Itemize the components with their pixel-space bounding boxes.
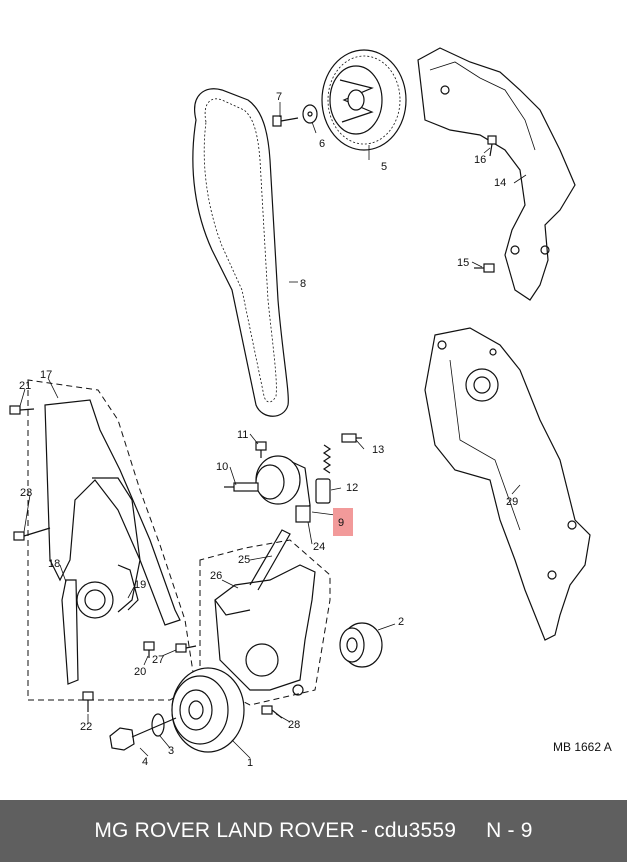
callout-23: 23 <box>20 487 32 499</box>
tensioner-spring <box>315 444 332 504</box>
callout-18: 18 <box>48 558 60 570</box>
bolt-15 <box>474 263 495 273</box>
callout-2: 2 <box>398 616 404 628</box>
highlight-box <box>333 508 353 536</box>
front-cover-dashed-outline <box>27 379 196 701</box>
crankshaft-bolt <box>109 717 177 751</box>
timing-belt <box>192 88 289 417</box>
footer-brand-text: MG ROVER LAND ROVER - cdu3559 <box>94 819 457 842</box>
pulley-washer <box>302 104 318 124</box>
callout-8: 8 <box>300 278 306 290</box>
callout-22: 22 <box>80 721 92 733</box>
lower-front-cover <box>44 399 181 685</box>
pulley-bolt <box>272 115 299 127</box>
diagram-reference: MB 1662 A <box>553 740 612 754</box>
footer-page-ref: N - 9 <box>486 819 533 842</box>
bolt-11 <box>255 441 267 458</box>
crankshaft-washer <box>151 713 165 737</box>
callout-4: 4 <box>142 756 148 768</box>
timing-belt-exploded-diagram: 1 2 3 4 5 6 7 8 9 10 11 12 13 14 15 16 1… <box>9 47 612 769</box>
bolt-21 <box>9 405 35 415</box>
leader-lines <box>19 102 527 759</box>
callout-3: 3 <box>168 745 174 757</box>
bolt-20 <box>143 641 155 658</box>
callout-17: 17 <box>40 369 52 381</box>
backplate-dashed-outline <box>199 539 331 706</box>
backplate <box>214 529 316 696</box>
crankshaft-pulley <box>171 667 245 753</box>
callout-24: 24 <box>313 541 325 553</box>
bolt-16 <box>487 135 497 157</box>
stud-13 <box>341 433 362 443</box>
callout-14: 14 <box>494 177 506 189</box>
footer-bar: MG ROVER LAND ROVER - cdu3559 N - 9 <box>0 800 627 862</box>
callout-13: 13 <box>372 444 384 456</box>
callout-10: 10 <box>216 461 228 473</box>
callout-labels: 1 2 3 4 5 6 7 8 9 10 11 12 13 14 15 16 1… <box>19 91 518 769</box>
callout-20: 20 <box>134 666 146 678</box>
bolt-27 <box>175 643 197 653</box>
camshaft-pulley <box>321 49 407 151</box>
upper-rear-cover <box>417 47 576 301</box>
callout-19: 19 <box>134 579 146 591</box>
callout-15: 15 <box>457 257 469 269</box>
callout-27: 27 <box>152 654 164 666</box>
tensioner-assembly <box>224 455 311 523</box>
callout-26: 26 <box>210 570 222 582</box>
lower-rear-cover <box>424 327 591 641</box>
callout-21: 21 <box>19 380 31 392</box>
callout-16: 16 <box>474 154 486 166</box>
callout-29: 29 <box>506 496 518 508</box>
callout-11: 11 <box>237 429 248 441</box>
callout-25: 25 <box>238 554 250 566</box>
idler-pulley <box>339 622 383 668</box>
callout-1: 1 <box>247 757 253 769</box>
bolt-28 <box>261 705 283 719</box>
callout-5: 5 <box>381 161 387 173</box>
bolt-22 <box>82 691 94 712</box>
bolt-23 <box>13 527 51 541</box>
callout-12: 12 <box>346 482 358 494</box>
callout-6: 6 <box>319 138 325 150</box>
callout-7: 7 <box>276 91 282 103</box>
callout-28: 28 <box>288 719 300 731</box>
callout-9: 9 <box>338 517 344 529</box>
